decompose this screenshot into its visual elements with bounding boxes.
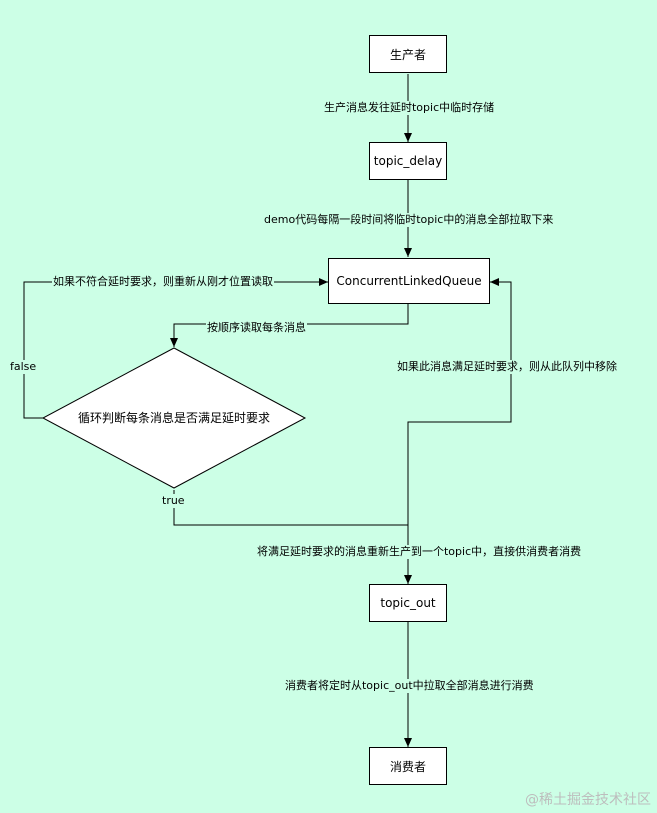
node-queue-label: ConcurrentLinkedQueue <box>336 274 482 288</box>
decision-diamond <box>41 347 307 489</box>
node-topic-delay-label: topic_delay <box>373 154 443 168</box>
node-producer: 生产者 <box>369 35 447 73</box>
node-consumer-label: 消费者 <box>389 759 426 774</box>
edge-label-true: true <box>161 494 186 508</box>
edge-label-remove-from-queue: 如果此消息满足延时要求，则从此队列中移除 <box>396 360 618 374</box>
node-consumer: 消费者 <box>369 747 447 785</box>
node-topic-delay: topic_delay <box>369 142 447 180</box>
edge-label-to-consumer: 消费者将定时从topic_out中拉取全部消息进行消费 <box>284 679 535 693</box>
node-decision-label: 循环判断每条消息是否满足延时要求 <box>78 411 271 425</box>
node-producer-label: 生产者 <box>389 47 426 62</box>
edge-label-delay-to-queue: demo代码每隔一段时间将临时topic中的消息全部拉取下来 <box>263 213 555 227</box>
edge-label-producer-to-delay: 生产消息发往延时topic中临时存储 <box>323 101 496 115</box>
watermark-text: @稀土掘金技术社区 <box>525 792 651 808</box>
edge-label-false: false <box>9 360 38 374</box>
edge-label-to-topic-out: 将满足延时要求的消息重新生产到一个topic中，直接供消费者消费 <box>256 545 583 559</box>
node-queue: ConcurrentLinkedQueue <box>328 258 490 304</box>
edge-true-branch <box>173 490 408 526</box>
node-topic-out: topic_out <box>369 584 447 622</box>
edge-label-queue-to-decision: 按顺序读取每条消息 <box>206 321 307 335</box>
edge-label-retry-loop: 如果不符合延时要求，则重新从刚才位置读取 <box>52 275 274 289</box>
edge-remove-loop <box>407 278 512 525</box>
node-topic-out-label: topic_out <box>380 596 436 610</box>
